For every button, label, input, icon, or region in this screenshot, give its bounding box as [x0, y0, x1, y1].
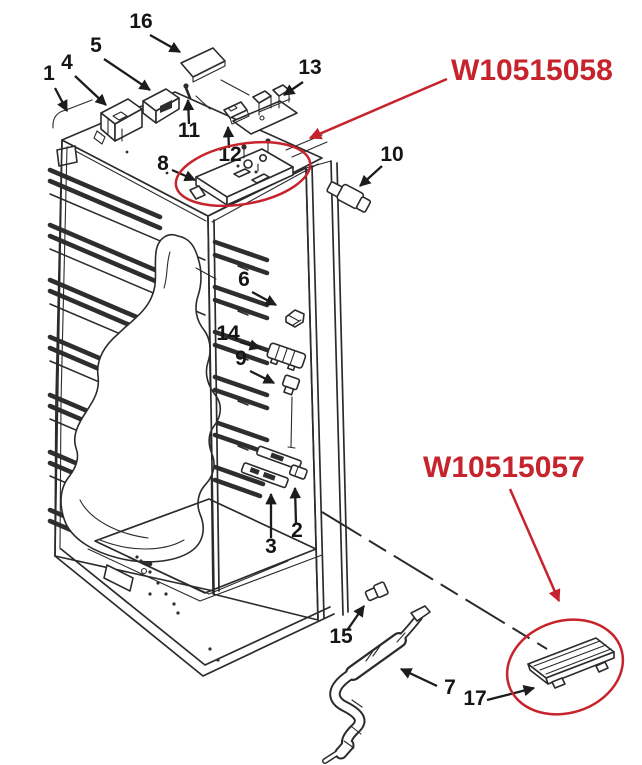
part-10-lamp	[326, 181, 372, 213]
callout-11-label: 11	[178, 119, 201, 142]
part-number-bottom-label: W10515057	[423, 451, 585, 484]
callout-9: 9	[235, 347, 276, 385]
part-16-plate	[180, 47, 250, 96]
callout-6-label: 6	[238, 268, 250, 291]
callout-12: 12	[218, 125, 242, 166]
callout-7-label: 7	[444, 676, 456, 699]
part-14-holder	[266, 342, 307, 372]
callout-4-label: 4	[61, 51, 73, 74]
red-annotations: W10515058 W10515057	[174, 54, 625, 716]
highlight-arrow-top	[308, 77, 448, 140]
callout-14-label: 14	[216, 322, 240, 345]
callout-9-label: 9	[235, 347, 247, 370]
callout-12-label: 12	[218, 143, 241, 166]
callout-16: 16	[129, 10, 182, 54]
callout-13-label: 13	[298, 56, 321, 79]
part-7-harness	[322, 605, 431, 764]
part-13-bracket	[232, 84, 298, 135]
callout-8: 8	[157, 152, 197, 182]
callout-5: 5	[90, 34, 151, 91]
highlight-circle-top	[174, 140, 312, 208]
part-17-cover	[527, 637, 615, 689]
callout-17: 17	[463, 684, 536, 710]
part-15-grommet	[364, 581, 389, 602]
interior-corner-edge	[207, 217, 220, 594]
highlight-circle-bottom	[505, 618, 625, 716]
part-5-bracket	[142, 88, 180, 124]
part-4-bracket	[93, 98, 143, 145]
callout-3: 3	[265, 492, 277, 558]
air-duct-blob	[60, 234, 222, 563]
callout-11: 11	[178, 98, 201, 142]
part-2-end-cap	[288, 464, 308, 480]
bottom-rim-slot	[103, 564, 134, 592]
callout-2-label: 2	[291, 519, 303, 542]
callout-10-label: 10	[380, 143, 403, 166]
callout-1-label: 1	[43, 62, 55, 85]
callout-4: 4	[61, 51, 107, 106]
rivet-dots	[135, 555, 220, 662]
control-board	[189, 138, 294, 206]
callout-14: 14	[216, 322, 262, 351]
callout-7: 7	[399, 667, 456, 699]
callout-16-label: 16	[129, 10, 152, 33]
projection-line	[321, 511, 548, 650]
callout-1: 1	[43, 62, 69, 113]
callout-6: 6	[238, 268, 278, 307]
part-number-top-label: W10515058	[451, 54, 613, 87]
callout-15-label: 15	[329, 625, 353, 648]
highlight-arrow-bottom	[508, 488, 561, 603]
callout-17-label: 17	[463, 687, 486, 710]
callout-13: 13	[283, 56, 322, 96]
bottom-rim	[54, 548, 335, 677]
callout-8-label: 8	[157, 152, 169, 175]
callouts: 1 4 5 16 11 13 12 8	[43, 10, 536, 710]
part-9-plunger	[281, 374, 301, 449]
part-11-screw	[183, 83, 211, 110]
part-6-clip	[285, 309, 305, 328]
divider-wall-shelf-rails	[212, 239, 270, 499]
part-12-plate	[223, 101, 250, 125]
part-3-trim-strips	[240, 445, 302, 489]
callout-2: 2	[289, 486, 303, 542]
callout-10: 10	[359, 143, 404, 187]
left-outer-edge	[54, 139, 63, 557]
callout-15: 15	[329, 605, 365, 648]
callout-3-label: 3	[265, 535, 277, 558]
callout-5-label: 5	[90, 34, 102, 57]
